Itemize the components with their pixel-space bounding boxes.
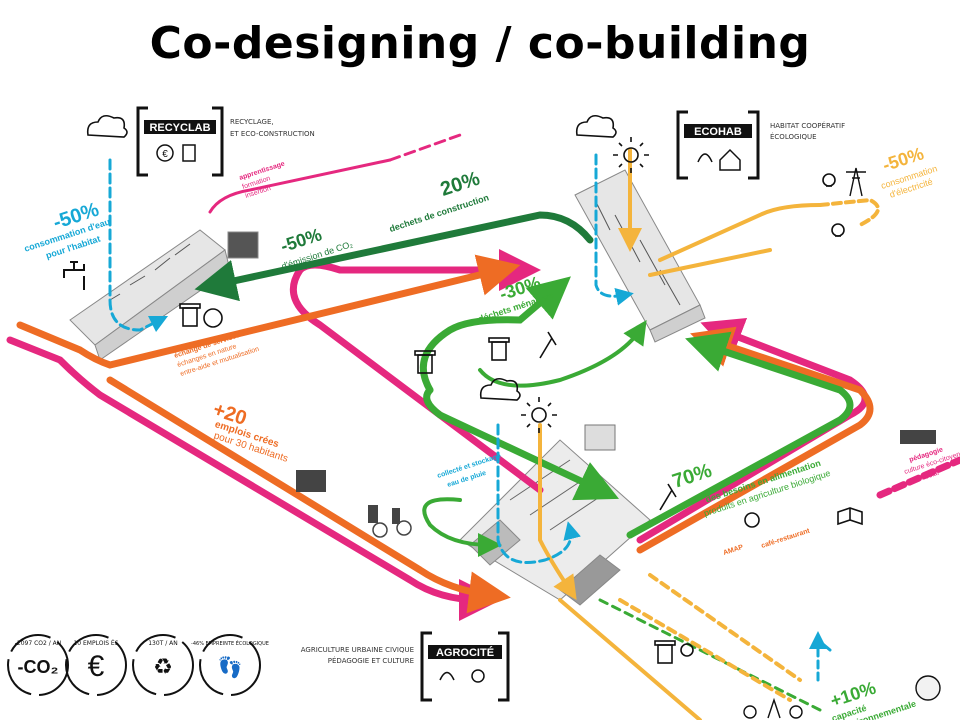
cafe-label: café-restaurant [760, 527, 811, 549]
footprint-icon: 👣 [218, 655, 243, 679]
flow-orange [16, 254, 874, 614]
recycle-bin-icon: ♻ [153, 655, 173, 680]
bin-icon [179, 303, 676, 664]
flow-cyan [108, 153, 832, 682]
recycle-badge: ♻ 130T / AN [132, 634, 194, 696]
services-label: échange de services échanges en nature e… [173, 332, 260, 378]
hub-ecohab: ECOHAB HABITAT COOPÉRATIF ÉCOLOGIQUE [676, 110, 845, 180]
lightbulb-icon [743, 705, 757, 719]
svg-text:€: € [162, 149, 168, 160]
pylon-icon [846, 167, 866, 197]
co2-badge: -CO₂ -2097 CO2 / AN [7, 634, 69, 696]
bin-icon [182, 144, 196, 162]
co2-badge-ring: -2097 CO2 / AN [15, 640, 62, 647]
hub-recyclab: RECYCLAB € RECYCLAGE, ET ECO-CONSTRUCTIO… [136, 106, 315, 177]
recyclab-desc-2: ET ECO-CONSTRUCTION [230, 130, 315, 138]
recyclab-desc-1: RECYCLAGE, [230, 118, 274, 126]
flow-dark-green [194, 211, 594, 302]
euro-icon: € [88, 650, 105, 683]
recycle-badge-ring: 130T / AN [148, 640, 178, 647]
footprint-badge: 👣 -46% EMPREINTE ÉCOLOGIQUE [191, 634, 269, 696]
sun-icon [521, 137, 649, 433]
footprint-badge-ring: -46% EMPREINTE ÉCOLOGIQUE [191, 639, 269, 647]
euro-badge: € 10 EMPLOIS ÉS [65, 634, 127, 696]
euro-icon [156, 144, 174, 162]
flow-magenta [6, 133, 960, 621]
hub-agrocite: AGROCITÉ AGRICULTURE URBAINE CIVIQUE PÉD… [301, 631, 510, 702]
plant-icon [439, 671, 455, 681]
co2-icon: -CO₂ [18, 657, 59, 677]
agrocite-name: AGROCITÉ [436, 646, 494, 659]
euro-badge-ring: 10 EMPLOIS ÉS [73, 639, 118, 647]
bottom-icons [743, 675, 941, 719]
recyclab-name: RECYCLAB [149, 122, 210, 134]
lightbulb-icon [680, 173, 845, 657]
tap-icon [63, 261, 85, 290]
carrot-icon [539, 331, 677, 511]
house-icon [719, 148, 741, 171]
plant-icon [697, 153, 713, 163]
agrocite-desc-1: AGRICULTURE URBAINE CIVIQUE [301, 646, 414, 654]
euro-icon [203, 308, 760, 528]
ecohab-desc-2: ÉCOLOGIQUE [770, 132, 817, 141]
bulb-icon [471, 669, 485, 683]
flow-green [419, 276, 854, 712]
amap-label: AMAP [722, 544, 744, 557]
alimentation-value: 70% [670, 460, 715, 493]
pylon-icon [767, 697, 781, 719]
pedagogie-label: pédagogie culture éco-citoyenne lien soc… [903, 446, 960, 486]
lightbulb-icon [789, 705, 803, 719]
collecte-label: collecté et stockage eau de pluie [436, 453, 502, 489]
cloud-icon [86, 114, 617, 401]
apprentissage-label: apprentissage formation insertion [238, 161, 285, 200]
people-group [296, 430, 936, 538]
agrocite-desc-2: PÉDAGOGIE ET CULTURE [328, 656, 414, 665]
ecohab-desc-1: HABITAT COOPÉRATIF [770, 121, 845, 130]
flow-yellow [538, 148, 880, 720]
ecohab-name: ECOHAB [694, 126, 742, 138]
badges: -CO₂ -2097 CO2 / AN € 10 EMPLOIS ÉS ♻ 13… [7, 634, 269, 696]
logo-icon [915, 675, 941, 701]
book-icon [837, 507, 863, 526]
page-title: Co-designing / co-building [149, 18, 811, 69]
